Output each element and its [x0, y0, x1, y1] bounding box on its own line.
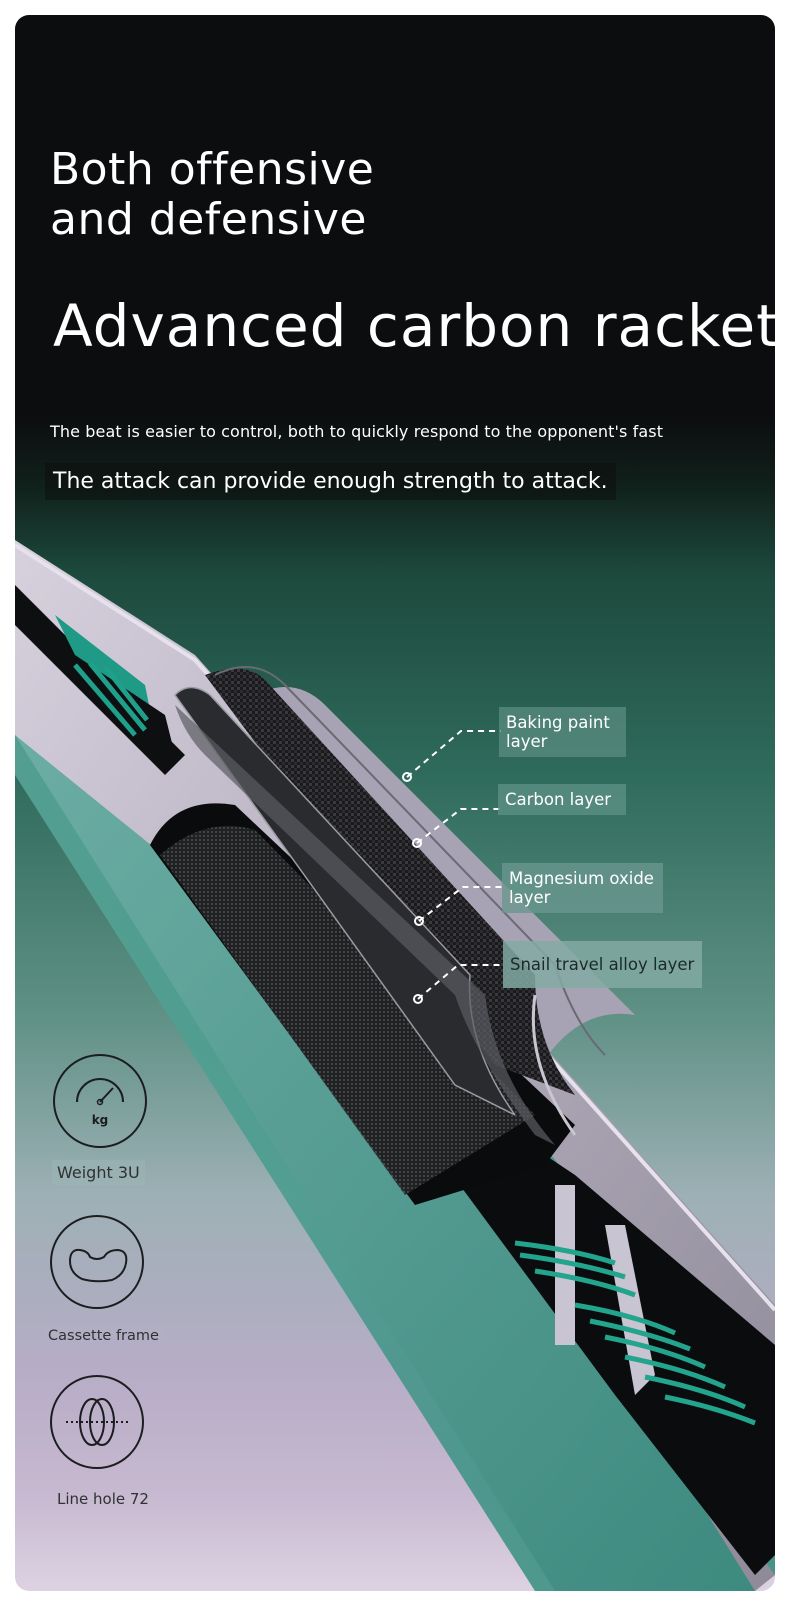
carbon-layer-shape	[205, 668, 575, 1095]
snail-alloy-layer-shape	[175, 705, 555, 1145]
callout-dot	[413, 994, 423, 1004]
kg-icon-text: kg	[92, 1113, 109, 1127]
cassette-frame-icon	[68, 1248, 128, 1283]
product-title: Advanced carbon racket	[53, 292, 775, 360]
callout-dot	[412, 838, 422, 848]
callout-dot	[402, 772, 412, 782]
feature-weight-badge: kg	[53, 1054, 147, 1148]
headline: Both offensive and defensive	[50, 144, 375, 245]
subtitle-line-2: The attack can provide enough strength t…	[45, 463, 616, 500]
title-underlay	[39, 369, 755, 389]
subtitle-line-1: The beat is easier to control, both to q…	[50, 422, 664, 441]
line-hole-icon	[66, 1398, 128, 1446]
feature-cassette-badge	[50, 1215, 144, 1309]
feature-cassette-label: Cassette frame	[43, 1325, 164, 1347]
layer-label-magnesium-oxide: Magnesium oxide layer	[502, 863, 663, 913]
product-poster: Both offensive and defensive Advanced ca…	[15, 15, 775, 1591]
layer-label-baking-paint: Baking paint layer	[499, 707, 626, 757]
feature-weight-label: Weight 3U	[52, 1160, 145, 1185]
feature-line-hole-label: Line hole 72	[57, 1490, 149, 1508]
callout-dot	[414, 916, 424, 926]
layer-label-snail-alloy: Snail travel alloy layer	[503, 941, 702, 988]
feature-line-hole-badge	[50, 1375, 144, 1469]
inner-weave-core	[160, 825, 535, 1195]
layer-label-carbon: Carbon layer	[498, 784, 626, 815]
racket-shaft-cutaway-illustration	[15, 540, 775, 1591]
scale-gauge-icon: kg	[76, 1078, 124, 1127]
